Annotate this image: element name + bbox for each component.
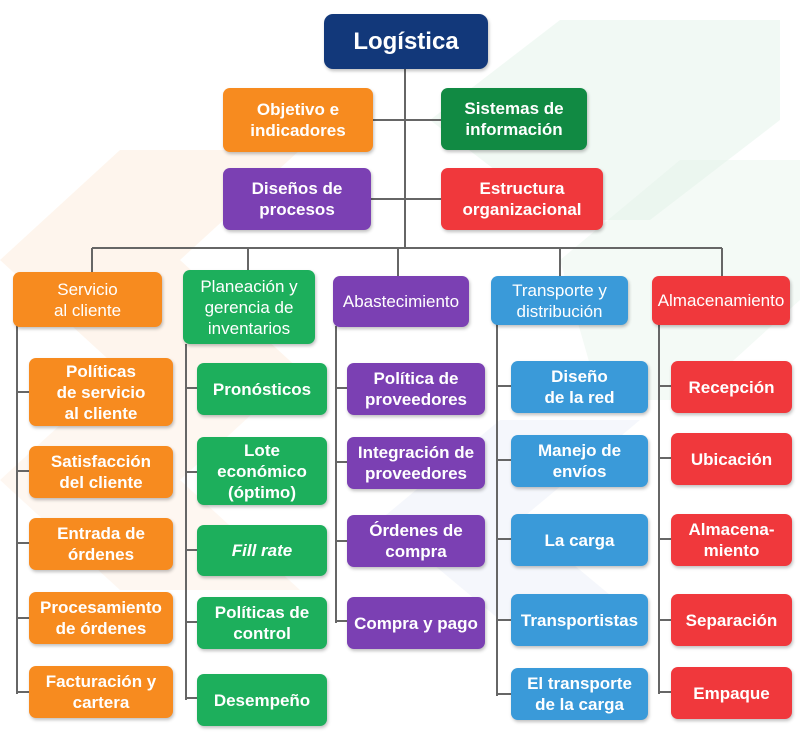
root-node-label: Logística <box>353 28 459 55</box>
column-item-label: Empaque <box>693 683 770 703</box>
column-item: Transportistas <box>511 594 648 646</box>
column-item: Políticas de servicio al cliente <box>29 358 173 426</box>
column-item-label: Entrada de órdenes <box>57 524 145 564</box>
support-node-label: Sistemas de información <box>464 99 564 139</box>
column-item-label: Separación <box>685 610 778 630</box>
column-item-label: Recepción <box>688 377 775 397</box>
column-item: Procesamiento de órdenes <box>29 592 173 644</box>
column-item-label: Fill rate <box>231 541 293 560</box>
column-item-label: La carga <box>544 530 615 550</box>
column-item: El transporte de la carga <box>511 668 648 720</box>
column-item: Separación <box>671 594 792 646</box>
column-item-label: Procesamiento de órdenes <box>40 598 162 638</box>
column-item: Fill rate <box>197 525 327 576</box>
root-node-logistica: Logística <box>324 14 488 69</box>
column-item: Recepción <box>671 361 792 413</box>
support-node-label: Diseños de procesos <box>251 179 343 219</box>
column-item: Políticas de control <box>197 597 327 649</box>
column-header-label: Planeación y gerencia de inventarios <box>200 276 298 338</box>
column-item: Satisfacción del cliente <box>29 446 173 498</box>
column-item-label: Órdenes de compra <box>369 521 463 561</box>
column-item: Diseño de la red <box>511 361 648 413</box>
column-header-servicio: Servicio al cliente <box>13 272 162 327</box>
column-header-label: Servicio al cliente <box>53 279 122 320</box>
column-item-label: Diseño de la red <box>544 367 615 407</box>
column-item-label: Política de proveedores <box>364 369 468 409</box>
column-item-label: Satisfacción del cliente <box>50 452 152 492</box>
support-node-sistemas: Sistemas de información <box>441 88 587 150</box>
column-item-label: Manejo de envíos <box>537 441 622 481</box>
column-item: Almacena- miento <box>671 514 792 566</box>
support-node-estructura: Estructura organizacional <box>441 168 603 230</box>
support-node-label: Estructura organizacional <box>462 179 582 219</box>
column-item: Manejo de envíos <box>511 435 648 487</box>
column-item: Lote económico (óptimo) <box>197 437 327 505</box>
column-item-label: Pronósticos <box>212 379 312 399</box>
column-item: Política de proveedores <box>347 363 485 415</box>
support-node-objetivo: Objetivo e indicadores <box>223 88 373 152</box>
column-item: Ubicación <box>671 433 792 485</box>
column-item: Órdenes de compra <box>347 515 485 567</box>
column-item: Facturación y cartera <box>29 666 173 718</box>
column-header-almacenamiento: Almacenamiento <box>652 276 790 325</box>
column-header-label: Abastecimiento <box>342 292 460 311</box>
column-header-label: Almacenamiento <box>657 291 785 310</box>
column-item-label: Transportistas <box>520 610 639 630</box>
column-item: Empaque <box>671 667 792 719</box>
column-item-label: El transporte de la carga <box>527 674 632 714</box>
column-item-label: Almacena- miento <box>688 520 775 560</box>
column-item-label: Compra y pago <box>354 613 478 633</box>
column-item: Integración de proveedores <box>347 437 485 489</box>
column-item: Compra y pago <box>347 597 485 649</box>
support-node-disenos: Diseños de procesos <box>223 168 371 230</box>
column-item-label: Integración de proveedores <box>357 443 475 483</box>
column-item-label: Políticas de servicio al cliente <box>56 361 146 423</box>
column-header-abastecimiento: Abastecimiento <box>333 276 469 327</box>
column-item-label: Políticas de control <box>214 603 310 643</box>
column-item-label: Ubicación <box>690 449 773 469</box>
column-item: Pronósticos <box>197 363 327 415</box>
column-header-transporte: Transporte y distribución <box>491 276 628 325</box>
column-item-label: Lote económico (óptimo) <box>217 440 307 502</box>
column-item: Desempeño <box>197 674 327 726</box>
column-header-planeacion: Planeación y gerencia de inventarios <box>183 270 315 344</box>
column-item-label: Facturación y cartera <box>45 672 157 712</box>
column-item: La carga <box>511 514 648 566</box>
support-node-label: Objetivo e indicadores <box>250 100 346 140</box>
column-item: Entrada de órdenes <box>29 518 173 570</box>
column-header-label: Transporte y distribución <box>512 280 607 321</box>
column-item-label: Desempeño <box>213 690 311 710</box>
